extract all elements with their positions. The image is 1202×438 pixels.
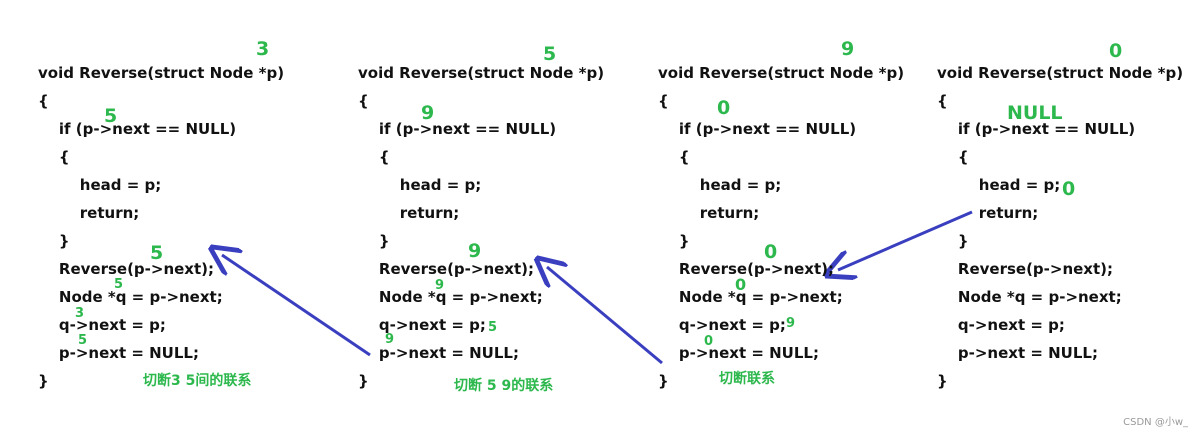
code-line: Reverse(p->next); <box>38 260 215 278</box>
head-annotation: 0 <box>1062 178 1076 200</box>
code-line: p->next = NULL; <box>658 344 819 362</box>
if-annotation: 9 <box>421 102 435 124</box>
code-line: head = p; <box>38 176 162 194</box>
code-line: q->next = p; <box>38 316 166 334</box>
panel-caption: 切断联系 <box>719 371 775 387</box>
arrow-panel4-to-panel3 <box>838 210 973 270</box>
code-line: q->next = p; <box>937 316 1065 334</box>
code-line: Reverse(p->next); <box>658 260 835 278</box>
top-annotation: 0 <box>1109 40 1123 62</box>
code-line: { <box>937 92 948 110</box>
q-line-right-annotation: 5 <box>488 320 498 335</box>
panel-3: } p->next = NULL; q->next = p; Node *q =… <box>658 0 958 438</box>
code-line: q->next = p; <box>358 316 486 334</box>
panel-caption: 切断3 5间的联系 <box>143 373 252 389</box>
panel-1: } p->next = NULL; q->next = p; Node *q =… <box>38 0 338 438</box>
q-next-annotation: 3 <box>75 306 85 321</box>
if-annotation: 0 <box>717 97 731 119</box>
code-line: } <box>38 232 70 250</box>
code-line: p->next = NULL; <box>358 344 519 362</box>
p-next-annotation: 0 <box>704 334 714 349</box>
code-line: return; <box>38 204 140 222</box>
call-annotation: 9 <box>468 240 482 262</box>
code-line: return; <box>937 204 1039 222</box>
code-line: { <box>38 148 70 166</box>
q-annotation: 9 <box>435 278 445 293</box>
code-line: head = p; <box>937 176 1061 194</box>
code-line: { <box>358 148 390 166</box>
code-line: void Reverse(struct Node *p) <box>937 64 1184 82</box>
code-line: { <box>658 92 669 110</box>
watermark: CSDN @小w_ <box>1123 417 1188 428</box>
code-line: } <box>937 372 948 390</box>
code-line: Node *q = p->next; <box>358 288 543 306</box>
code-line: if (p->next == NULL) <box>358 120 557 138</box>
code-line: { <box>358 92 369 110</box>
code-line: { <box>937 148 969 166</box>
code-line: Node *q = p->next; <box>38 288 223 306</box>
if-annotation: 5 <box>104 105 118 127</box>
q-annotation: 5 <box>114 277 124 292</box>
code-line: Node *q = p->next; <box>937 288 1122 306</box>
code-line: if (p->next == NULL) <box>38 120 237 138</box>
code-line: return; <box>358 204 460 222</box>
code-line: if (p->next == NULL) <box>658 120 857 138</box>
q-annotation: 0 <box>735 275 747 294</box>
code-line: } <box>358 372 369 390</box>
code-line: { <box>38 92 49 110</box>
code-line: q->next = p; <box>658 316 786 334</box>
p-next-annotation: 9 <box>385 332 395 347</box>
code-line: void Reverse(struct Node *p) <box>658 64 905 82</box>
code-line: Node *q = p->next; <box>658 288 843 306</box>
code-line: void Reverse(struct Node *p) <box>38 64 285 82</box>
code-line: } <box>658 372 669 390</box>
code-line: } <box>658 232 690 250</box>
code-line: } <box>38 372 49 390</box>
code-line: p->next = NULL; <box>38 344 199 362</box>
top-annotation: 9 <box>841 38 855 60</box>
arrow-panel2-to-panel1 <box>222 255 371 357</box>
code-line: Reverse(p->next); <box>937 260 1114 278</box>
p-next-annotation: 5 <box>78 333 88 348</box>
top-annotation: 5 <box>543 43 557 65</box>
code-line: { <box>658 148 690 166</box>
panel-2: } p->next = NULL; q->next = p; Node *q =… <box>358 0 658 438</box>
code-line: Reverse(p->next); <box>358 260 535 278</box>
code-line: return; <box>658 204 760 222</box>
code-line: head = p; <box>658 176 782 194</box>
code-line: if (p->next == NULL) <box>937 120 1136 138</box>
top-annotation: 3 <box>256 38 270 60</box>
code-line: head = p; <box>358 176 482 194</box>
panel-4: } p->next = NULL; q->next = p; Node *q =… <box>937 0 1202 438</box>
call-annotation: 0 <box>764 241 778 263</box>
panel-caption: 切断 5 9的联系 <box>454 378 554 394</box>
code-line: } <box>358 232 390 250</box>
code-line: void Reverse(struct Node *p) <box>358 64 605 82</box>
code-line: p->next = NULL; <box>937 344 1098 362</box>
call-annotation: 5 <box>150 242 164 264</box>
if-annotation: NULL <box>1007 102 1063 124</box>
code-line: } <box>937 232 969 250</box>
arrow-panel3-to-panel2 <box>547 267 663 365</box>
q-line-right-annotation: 9 <box>786 316 796 331</box>
